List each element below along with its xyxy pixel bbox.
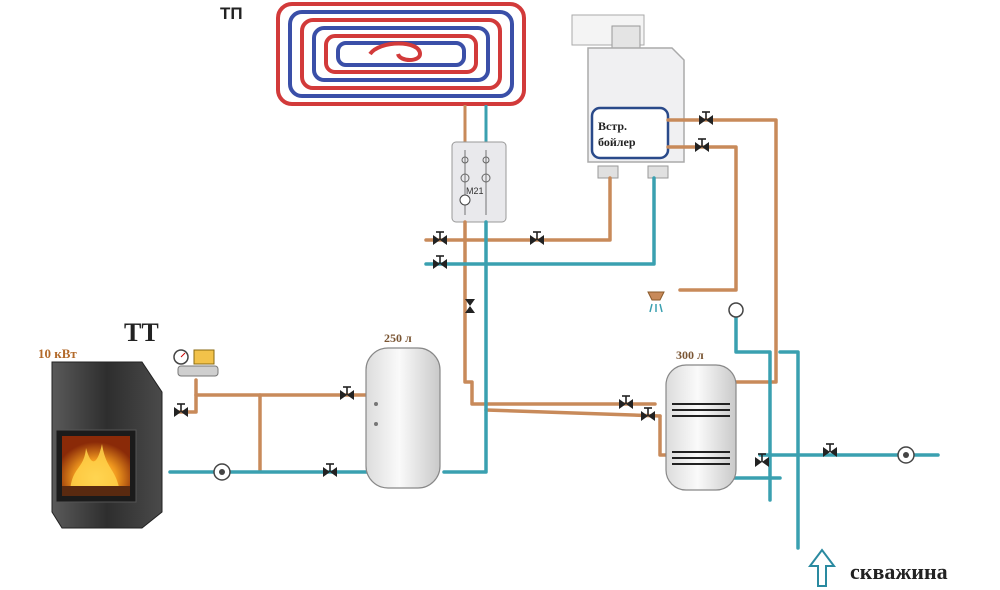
builtin-boiler-label-line1: Встр. xyxy=(598,119,628,133)
buffer-tank-250 xyxy=(365,347,441,489)
mixing-unit xyxy=(451,141,507,223)
valve-icon xyxy=(694,138,710,153)
solid-fuel-stove xyxy=(51,361,163,529)
builtin-boiler-label-line2: бойлер xyxy=(598,135,636,149)
boiler-power-label: 10 кВт xyxy=(38,346,77,361)
arrow-up-icon xyxy=(808,548,836,587)
valve-icon xyxy=(698,111,714,126)
valve-icon xyxy=(339,386,355,401)
well-label: скважина xyxy=(850,559,948,584)
tank-300-label: 300 л xyxy=(676,348,704,362)
valve-icon xyxy=(640,407,656,422)
mixer-label: M21 xyxy=(466,186,484,196)
valve-icon xyxy=(529,231,545,246)
wall-gas-boiler xyxy=(571,14,685,179)
valve-icon xyxy=(322,463,338,478)
pump-icon xyxy=(897,446,915,464)
storage-tank-300 xyxy=(665,364,737,491)
builtin-boiler-label: Встр. бойлер xyxy=(598,118,668,150)
valve-icon xyxy=(432,255,448,270)
tank-250-label: 250 л xyxy=(384,331,412,345)
pump-icon xyxy=(213,463,231,481)
pump-icon xyxy=(728,302,744,318)
underfloor-heating-label: ТП xyxy=(220,4,243,23)
underfloor-heating-coil xyxy=(276,2,526,142)
solid-fuel-boiler-label: ТТ xyxy=(124,318,159,347)
cold-water-pipes xyxy=(168,176,940,550)
valve-icon xyxy=(618,395,634,410)
valve-icon xyxy=(432,231,448,246)
valve-icon xyxy=(173,403,189,418)
safety-group xyxy=(173,349,219,377)
shower-icon xyxy=(647,291,665,313)
